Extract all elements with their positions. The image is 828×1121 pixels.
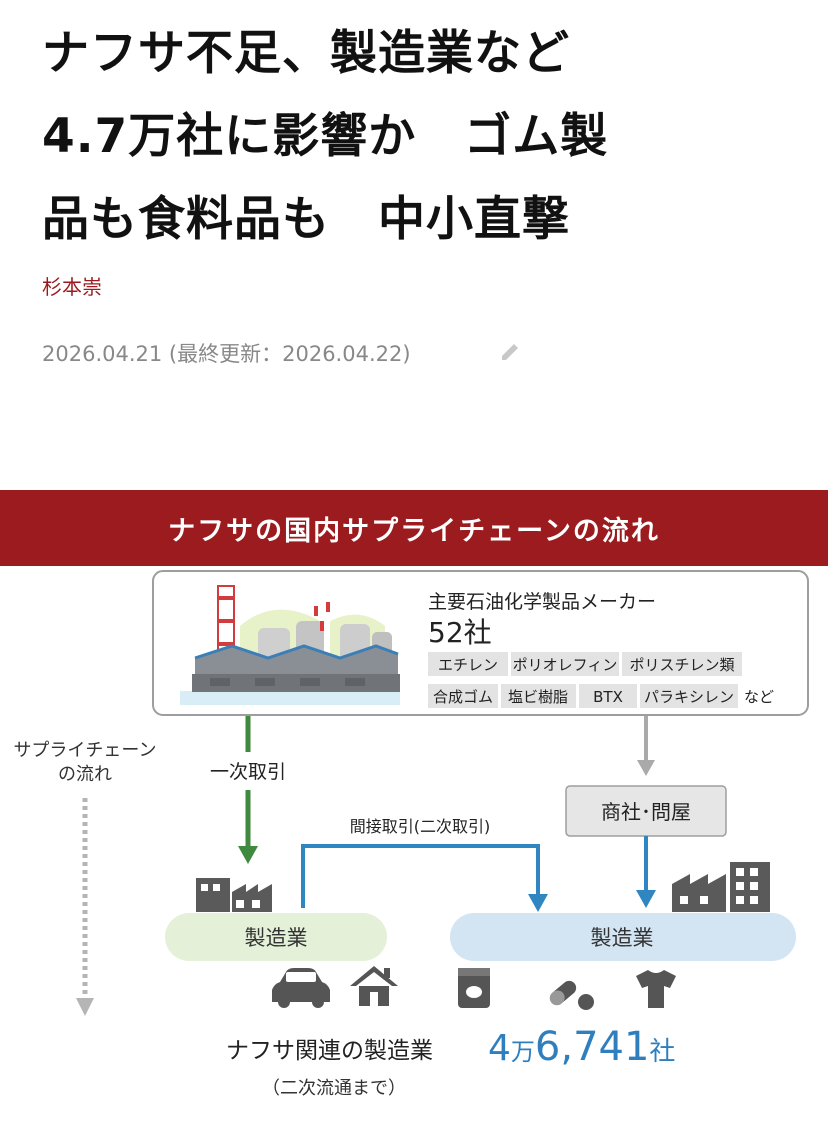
headline-line-3: 品も食料品も 中小直撃 xyxy=(42,192,570,247)
pencil-icon xyxy=(502,344,518,360)
headline-line-2: 4.7万社に影響か ゴム製 xyxy=(42,109,609,164)
summary-count-unit1: 万 xyxy=(511,1038,535,1066)
manufacturer-right-pill xyxy=(450,913,796,961)
summary-count-prefix: 4 xyxy=(488,1028,511,1069)
product-tags: エチレン ポリオレフィン ポリスチレン類 合成ゴム 塩ビ樹脂 BTX パラキシレ… xyxy=(428,652,774,708)
headline: ナフサ不足、製造業など 4.7万社に影響か ゴム製 品も食料品も 中小直撃 xyxy=(42,12,782,261)
house-icon xyxy=(350,966,398,1006)
headline-line-1: ナフサ不足、製造業など xyxy=(42,26,570,81)
publish-dates: 2026.04.21 (最終更新：2026.04.22) xyxy=(42,342,411,366)
author-link[interactable]: 杉本崇 xyxy=(42,275,102,299)
flow-dotted-arrowhead xyxy=(76,998,94,1016)
maker-count: 52社 xyxy=(428,616,492,649)
primary-trade-arrowhead xyxy=(238,846,258,864)
tshirt-icon xyxy=(636,970,676,1008)
side-label-line1: サプライチェーン xyxy=(13,740,156,761)
product-tag: ポリスチレン類 xyxy=(629,656,734,674)
supply-chain-diagram: 主要石油化学製品メーカー 52社 エチレン ポリオレフィン ポリスチレン類 合成… xyxy=(13,570,809,1099)
product-tag: パラキシレン xyxy=(644,688,734,706)
manufacturer-right-label: 製造業 xyxy=(591,926,654,950)
small-factory-icon xyxy=(196,878,272,912)
car-icon xyxy=(272,968,330,1008)
figure-banner: ナフサの国内サプライチェーンの流れ xyxy=(0,490,828,566)
summary-note: （二次流通まで） xyxy=(262,1078,406,1099)
products-suffix: など xyxy=(744,688,774,706)
primary-trade-label: 一次取引 xyxy=(210,761,286,783)
large-factory-icon xyxy=(672,862,770,912)
product-tag: BTX xyxy=(593,688,623,706)
product-tag: 塩ビ樹脂 xyxy=(508,688,568,706)
summary-count: 4万6,741社 xyxy=(488,1024,675,1070)
pill-icon xyxy=(549,980,594,1010)
summary-label: ナフサ関連の製造業 xyxy=(226,1038,433,1064)
food-package-icon xyxy=(458,968,490,1008)
indirect-trade-label: 間接取引(二次取引) xyxy=(350,817,491,836)
maker-label: 主要石油化学製品メーカー xyxy=(428,591,656,613)
summary-count-unit2: 社 xyxy=(649,1037,675,1067)
side-label-line2: の流れ xyxy=(58,764,112,785)
summary-count-main: 6,741 xyxy=(535,1024,650,1070)
figure-title: ナフサの国内サプライチェーンの流れ xyxy=(168,515,660,547)
product-tag: 合成ゴム xyxy=(433,688,493,706)
manufacturer-left-label: 製造業 xyxy=(245,926,308,950)
indirect-trade-arrow xyxy=(301,844,540,908)
trading-company-label: 商社･問屋 xyxy=(601,800,691,824)
manufacturer-left-pill xyxy=(165,913,387,961)
product-tag: エチレン xyxy=(438,656,498,674)
petrochemical-plant-icon xyxy=(180,585,400,705)
product-tag: ポリオレフィン xyxy=(513,656,618,674)
